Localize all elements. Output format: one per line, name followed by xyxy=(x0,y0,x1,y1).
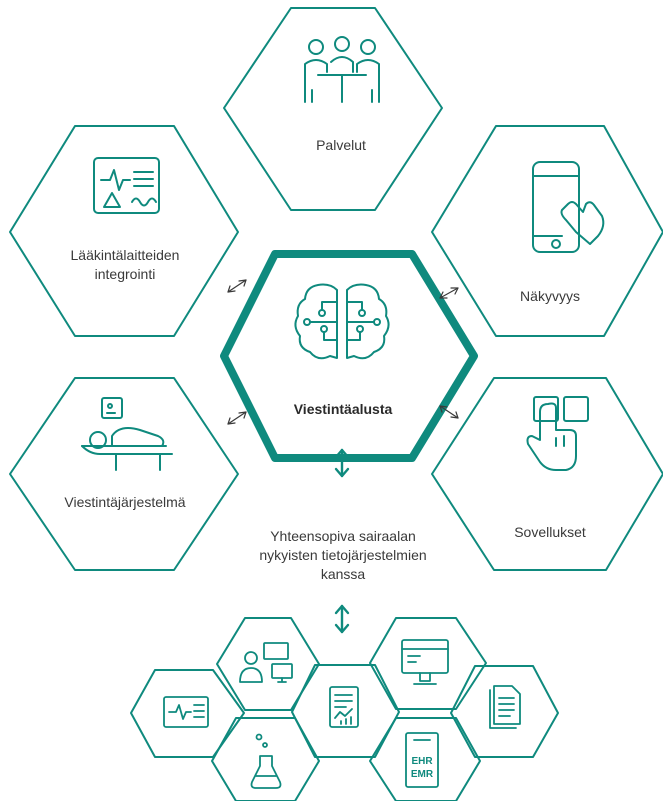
arrow-upper-left xyxy=(227,279,247,293)
ehr-label: EHR xyxy=(411,756,433,767)
node-label-lower-right: Sovellukset xyxy=(514,524,586,540)
node-label-upper-right: Näkyvyys xyxy=(520,288,580,304)
emr-label: EMR xyxy=(411,769,434,780)
hex-upper-left xyxy=(9,125,239,337)
app-tap-icon xyxy=(526,396,589,471)
small-hex-1 xyxy=(130,669,245,758)
meeting-people-icon xyxy=(304,36,380,103)
node-label-upper-left: Lääkintälaitteiden integrointi xyxy=(70,247,180,282)
brain-circuit-icon xyxy=(294,283,390,360)
small-hex-5 xyxy=(369,617,487,710)
arrow-lower-left xyxy=(227,411,247,425)
hex-center xyxy=(220,250,478,462)
small-hex-6 xyxy=(369,717,481,801)
ehr-emr-icon xyxy=(405,732,439,788)
report-chart-icon xyxy=(329,686,359,728)
arrow-lower-right xyxy=(439,405,459,419)
hex-top xyxy=(223,7,443,211)
medical-monitor-icon xyxy=(93,157,160,214)
vital-signs-monitor-icon xyxy=(163,696,209,728)
small-hex-2 xyxy=(216,617,320,711)
computer-monitor-icon xyxy=(401,639,449,685)
node-label-top: Palvelut xyxy=(316,137,366,153)
documents-icon xyxy=(489,685,521,729)
integration-caption: Yhteensopiva sairaalan nykyisten tietojä… xyxy=(259,528,427,582)
hex-upper-right xyxy=(431,125,663,337)
patient-bed-icon xyxy=(81,397,173,471)
arrow-down-to-caption xyxy=(334,448,350,478)
hex-lower-left xyxy=(9,377,239,571)
smartphone-touch-icon xyxy=(532,161,605,253)
node-label-lower-left: Viestintäjärjestelmä xyxy=(64,494,186,510)
node-label-center: Viestintäalusta xyxy=(293,401,393,417)
small-hex-7 xyxy=(450,665,559,758)
people-screens-icon xyxy=(239,642,293,683)
arrow-down-to-systems xyxy=(334,604,350,634)
hex-lower-right xyxy=(431,377,663,571)
lab-flask-icon xyxy=(250,733,282,789)
small-hex-4 xyxy=(291,664,400,758)
arrow-upper-right xyxy=(439,287,459,299)
